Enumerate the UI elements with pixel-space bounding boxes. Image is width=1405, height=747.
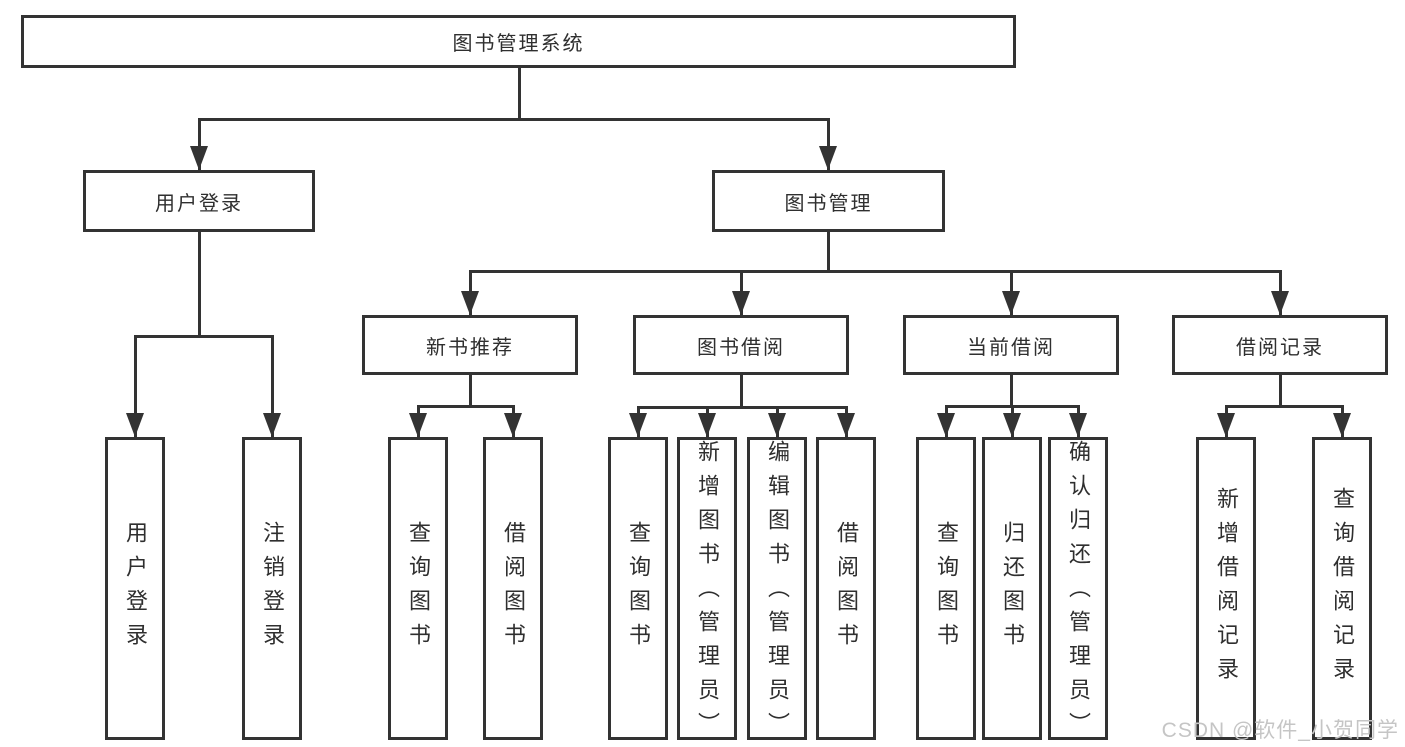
node-leaf-query-borrow-record: 查询借阅记录 bbox=[1312, 437, 1372, 740]
connector-line bbox=[826, 232, 830, 273]
node-label: 新书推荐 bbox=[426, 336, 514, 359]
node-book-management: 图书管理 bbox=[712, 170, 945, 232]
connector-line bbox=[1009, 375, 1013, 408]
node-book-borrowing: 图书借阅 bbox=[633, 315, 849, 375]
connector-line bbox=[468, 375, 472, 408]
arrowhead-icon bbox=[1271, 291, 1289, 315]
connector-line bbox=[1278, 375, 1282, 408]
node-label: 编辑图书（管理员） bbox=[765, 440, 790, 746]
node-leaf-query-books-1: 查询图书 bbox=[388, 437, 448, 740]
arrowhead-icon bbox=[263, 413, 281, 437]
node-label: 注销登录 bbox=[260, 520, 285, 657]
arrowhead-icon bbox=[629, 413, 647, 437]
node-label: 图书借阅 bbox=[697, 336, 785, 359]
node-new-book-recommend: 新书推荐 bbox=[362, 315, 578, 375]
node-root-system: 图书管理系统 bbox=[21, 15, 1016, 68]
arrowhead-icon bbox=[1217, 413, 1235, 437]
connector-line bbox=[739, 375, 743, 409]
arrowhead-icon bbox=[461, 291, 479, 315]
arrowhead-icon bbox=[190, 146, 208, 170]
connector-line bbox=[197, 118, 830, 121]
node-leaf-borrow-books-2: 借阅图书 bbox=[816, 437, 876, 740]
node-label: 借阅记录 bbox=[1236, 336, 1324, 359]
node-label: 查询图书 bbox=[406, 520, 431, 657]
arrowhead-icon bbox=[1069, 413, 1087, 437]
arrowhead-icon bbox=[1003, 413, 1021, 437]
node-leaf-query-books-3: 查询图书 bbox=[916, 437, 976, 740]
node-label: 借阅图书 bbox=[501, 520, 526, 657]
connector-line bbox=[133, 335, 274, 338]
connector-line bbox=[468, 270, 1282, 273]
node-label: 新增图书（管理员） bbox=[695, 440, 720, 746]
node-label: 借阅图书 bbox=[834, 520, 859, 657]
arrowhead-icon bbox=[819, 146, 837, 170]
arrowhead-icon bbox=[837, 413, 855, 437]
node-leaf-add-borrow-record: 新增借阅记录 bbox=[1196, 437, 1256, 740]
node-leaf-edit-books-admin: 编辑图书（管理员） bbox=[747, 437, 807, 746]
node-label: 归还图书 bbox=[1000, 520, 1025, 657]
arrowhead-icon bbox=[768, 413, 786, 437]
node-leaf-logout: 注销登录 bbox=[242, 437, 302, 740]
node-current-borrowing: 当前借阅 bbox=[903, 315, 1119, 375]
node-leaf-query-books-2: 查询图书 bbox=[608, 437, 668, 740]
node-label: 新增借阅记录 bbox=[1214, 486, 1239, 691]
watermark: CSDN @软件_小贺同学 bbox=[1161, 719, 1399, 742]
arrowhead-icon bbox=[1333, 413, 1351, 437]
node-leaf-return-books: 归还图书 bbox=[982, 437, 1042, 740]
connector-line bbox=[416, 405, 515, 408]
arrowhead-icon bbox=[126, 413, 144, 437]
node-leaf-user-login: 用户登录 bbox=[105, 437, 165, 740]
arrowhead-icon bbox=[698, 413, 716, 437]
node-label: 用户登录 bbox=[155, 192, 243, 215]
node-label: 图书管理系统 bbox=[452, 33, 585, 55]
arrowhead-icon bbox=[1002, 291, 1020, 315]
node-user-login: 用户登录 bbox=[83, 170, 315, 232]
connector-line bbox=[197, 232, 201, 338]
connector-line bbox=[133, 335, 137, 437]
arrowhead-icon bbox=[732, 291, 750, 315]
node-label: 查询图书 bbox=[626, 520, 651, 657]
arrowhead-icon bbox=[937, 413, 955, 437]
node-label: 查询图书 bbox=[934, 520, 959, 657]
connector-line bbox=[270, 335, 274, 437]
connector-line bbox=[517, 68, 521, 121]
node-leaf-confirm-return: 确认归还（管理员） bbox=[1048, 437, 1108, 746]
node-label: 查询借阅记录 bbox=[1330, 486, 1355, 691]
connector-line bbox=[197, 118, 201, 170]
node-label: 确认归还（管理员） bbox=[1066, 440, 1091, 746]
node-label: 用户登录 bbox=[123, 520, 148, 657]
connector-line bbox=[636, 406, 848, 409]
node-borrowing-records: 借阅记录 bbox=[1172, 315, 1388, 375]
node-label: 当前借阅 bbox=[967, 336, 1055, 359]
node-label: 图书管理 bbox=[784, 192, 873, 215]
connector-line bbox=[826, 118, 830, 170]
arrowhead-icon bbox=[504, 413, 522, 437]
node-leaf-add-books-admin: 新增图书（管理员） bbox=[677, 437, 737, 746]
arrowhead-icon bbox=[409, 413, 427, 437]
connector-line bbox=[1224, 405, 1344, 408]
node-leaf-borrow-books-1: 借阅图书 bbox=[483, 437, 543, 740]
